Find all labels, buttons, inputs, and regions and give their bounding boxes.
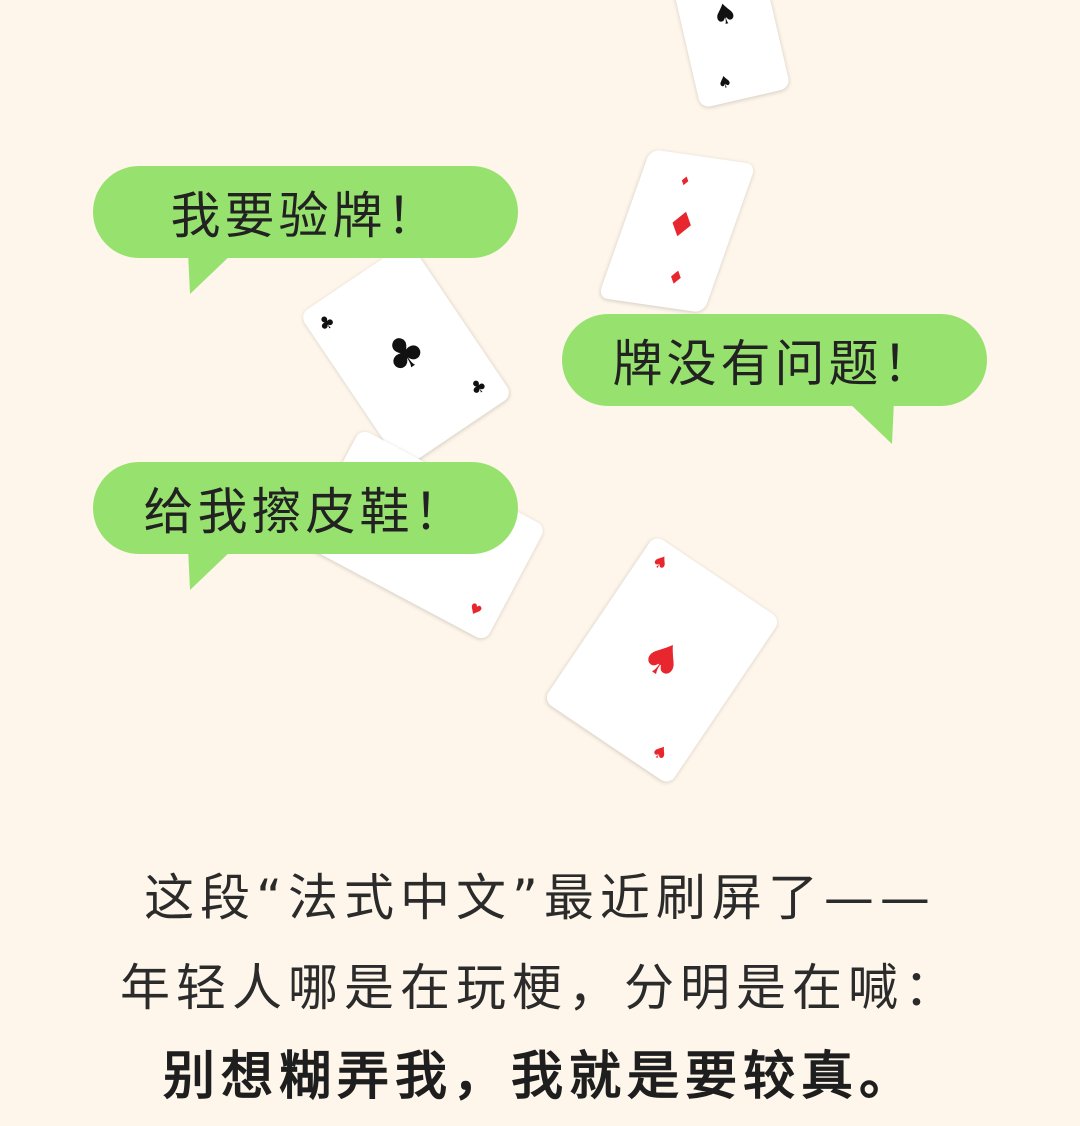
speech-bubble-cards-ok: 牌没有问题！ xyxy=(562,314,987,406)
playing-card-spade-black: ♠ ♠ xyxy=(669,0,791,109)
heart-icon: ♥ xyxy=(465,600,485,621)
club-icon: ♣ xyxy=(374,321,436,387)
speech-bubble-shine-shoes: 给我擦皮鞋！ xyxy=(93,462,518,554)
caption-line-3: 别想糊弄我，我就是要较真。 xyxy=(162,1047,917,1107)
playing-card-spade-red: ♠ ♠ ♠ xyxy=(543,534,781,786)
speech-bubble-check-cards: 我要验牌！ xyxy=(93,166,518,258)
caption-line-1: 这段“法式中文”最近刷屏了—— xyxy=(144,869,936,927)
diamond-icon: ♦ xyxy=(659,203,703,248)
spade-icon: ♠ xyxy=(630,625,696,694)
diamond-icon: ♦ xyxy=(664,266,687,290)
diamond-icon: ♦ xyxy=(677,173,693,189)
bubble-tail xyxy=(188,548,234,590)
playing-card-diamond: ♦ ♦ ♦ xyxy=(597,149,757,313)
spade-icon: ♠ xyxy=(708,0,741,34)
playing-card-club: ♣ ♣ ♣ xyxy=(299,240,513,470)
club-icon: ♣ xyxy=(314,310,340,337)
spade-icon: ♠ xyxy=(647,739,673,767)
spade-icon: ♠ xyxy=(647,549,673,577)
bubble-tail xyxy=(188,252,234,294)
caption-line-2: 年轻人哪是在玩梗，分明是在喊： xyxy=(120,959,960,1017)
bubble-tail xyxy=(846,400,894,444)
club-icon: ♣ xyxy=(466,374,492,401)
spade-icon: ♠ xyxy=(715,71,734,93)
